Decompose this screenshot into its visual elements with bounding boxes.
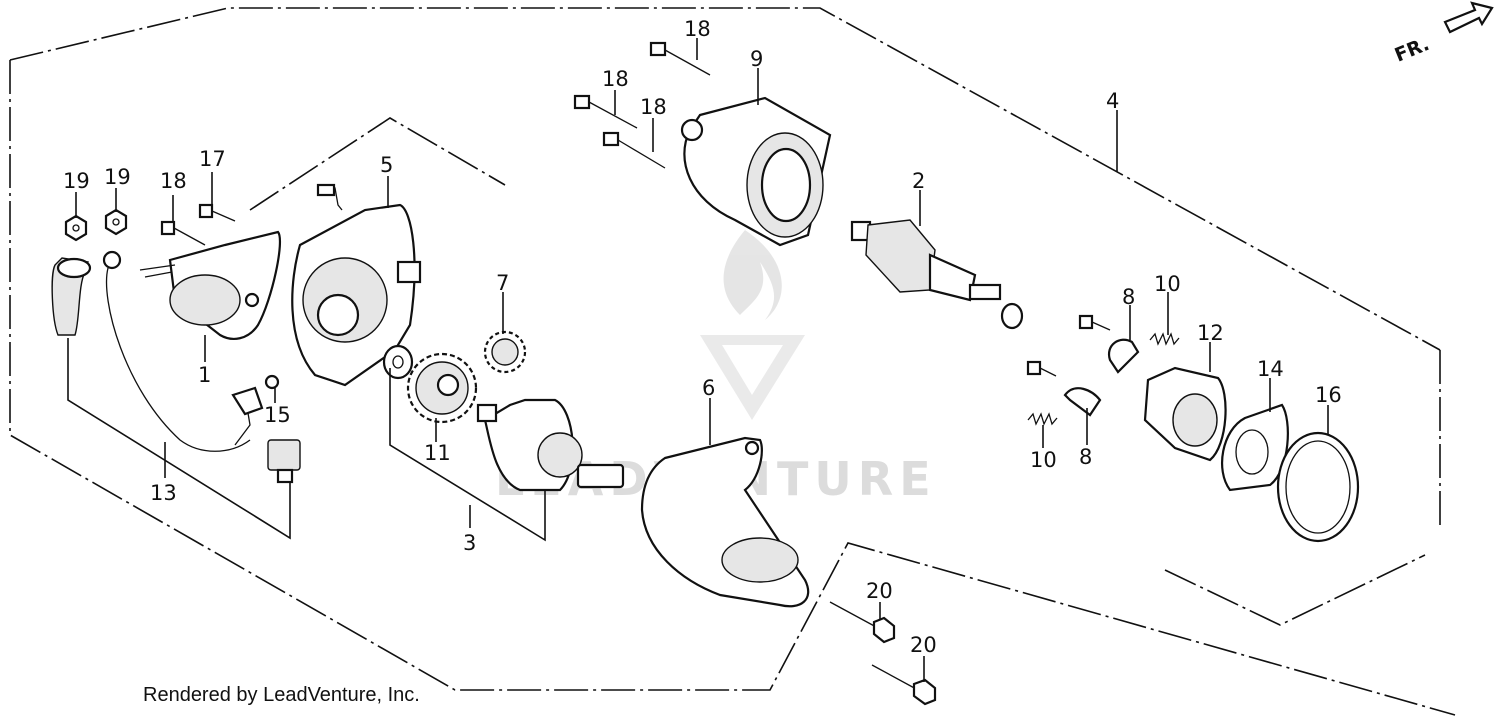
part-18-through-bolt-b [573, 94, 638, 129]
callout-10-top: 10 [1154, 272, 1181, 296]
front-direction-arrow: FR. [1392, 1, 1494, 67]
part-14-plate [1221, 403, 1289, 492]
callout-1: 1 [198, 363, 211, 387]
part-washer [382, 344, 414, 380]
callout-18-a: 18 [160, 169, 187, 193]
callout-20-b: 20 [910, 633, 937, 657]
callout-7: 7 [496, 271, 509, 295]
part-17-bolt [198, 203, 236, 222]
callout-15: 15 [264, 403, 291, 427]
part-13-cable [51, 250, 258, 452]
front-label: FR. [1392, 33, 1433, 67]
callout-18-b: 18 [684, 17, 711, 41]
part-15-small-bolt [231, 374, 280, 416]
callout-6: 6 [702, 376, 715, 400]
callout-17: 17 [199, 147, 226, 171]
part-6-gear-housing [640, 436, 810, 608]
part-10-spring-a [1149, 332, 1180, 346]
part-18-through-bolt-a [649, 41, 711, 76]
assembly-frame-main [9, 7, 1456, 716]
leader-lines [67, 38, 1329, 682]
part-20-bolt-a [829, 601, 896, 644]
part-2-armature [850, 219, 1024, 330]
callout-numbers: 1 2 3 4 5 6 7 8 8 9 10 10 11 12 13 14 15… [63, 17, 1342, 657]
callout-16: 16 [1315, 383, 1342, 407]
part-7-gear [483, 330, 527, 374]
part-18-through-bolt-c [602, 131, 666, 169]
credit-text: Rendered by LeadVenture, Inc. [143, 684, 420, 706]
part-12-brush-holder [1143, 366, 1227, 462]
assembly-frame-housing [249, 117, 506, 211]
callout-8-top: 8 [1122, 285, 1135, 309]
part-1-solenoid [139, 230, 282, 340]
part-5-housing [291, 183, 422, 387]
callout-19-b: 19 [104, 165, 131, 189]
callout-18-c: 18 [602, 67, 629, 91]
part-10-spring-b [1027, 412, 1058, 426]
callout-18-d: 18 [640, 95, 667, 119]
part-19-nut-b [104, 208, 128, 236]
part-19-nut-a [64, 214, 88, 242]
callout-5: 5 [380, 153, 393, 177]
part-3-drive-assembly [476, 398, 625, 492]
callout-8-bottom: 8 [1079, 445, 1092, 469]
callout-10-bottom: 10 [1030, 448, 1057, 472]
callout-14: 14 [1257, 357, 1284, 381]
part-13-plug [267, 439, 301, 484]
part-8-brush-b [1026, 360, 1102, 417]
part-11-gear [406, 352, 478, 424]
callout-9: 9 [750, 47, 763, 71]
part-18-bolt-a [160, 220, 206, 246]
part-16-o-ring [1276, 431, 1360, 543]
callout-20-a: 20 [866, 579, 893, 603]
callout-4: 4 [1106, 89, 1119, 113]
callout-3: 3 [463, 531, 476, 555]
part-20-bolt-b [871, 664, 937, 706]
callout-12: 12 [1197, 321, 1224, 345]
assembly-frame-armature [1164, 554, 1426, 626]
part-8-brush-a [1078, 314, 1140, 374]
callout-2: 2 [912, 169, 925, 193]
callout-13: 13 [150, 481, 177, 505]
callout-19-a: 19 [63, 169, 90, 193]
part-9-yoke [680, 96, 832, 247]
callout-11: 11 [424, 441, 451, 465]
